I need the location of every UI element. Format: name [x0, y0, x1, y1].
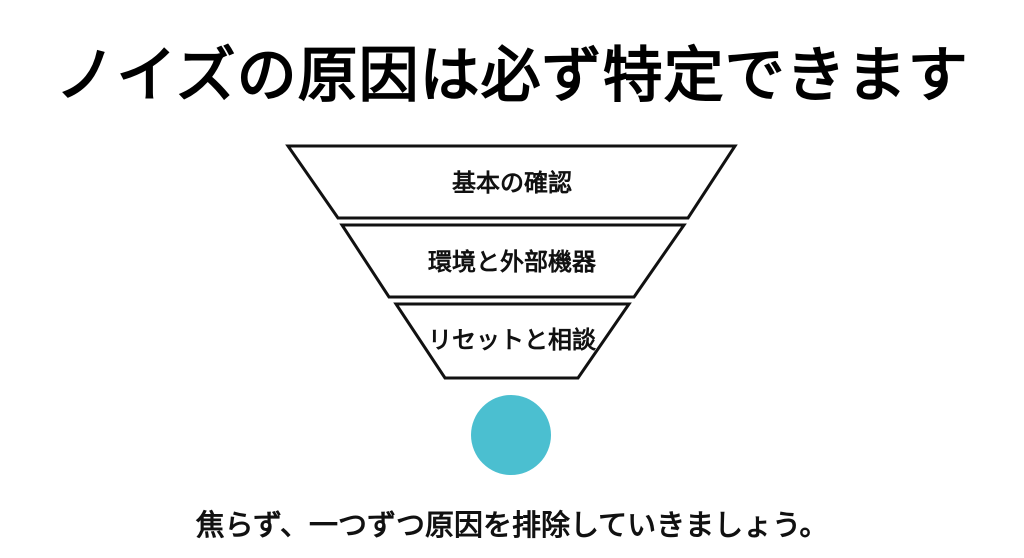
- page-title: ノイズの原因は必ず特定できます: [55, 41, 969, 111]
- funnel-stage-2-label: 環境と外部機器: [428, 248, 596, 276]
- funnel-stage-1-label: 基本の確認: [452, 169, 572, 197]
- funnel-stage-2-shape: [339, 223, 687, 299]
- funnel-stage-3-shape: [393, 302, 632, 380]
- funnel-stage-1-shape: [285, 144, 738, 220]
- footer-message: 焦らず、一つずつ原因を排除していきましょう。: [195, 508, 829, 542]
- funnel-stage-3-label: リセットと相談: [428, 326, 596, 354]
- result-dot: [471, 395, 551, 475]
